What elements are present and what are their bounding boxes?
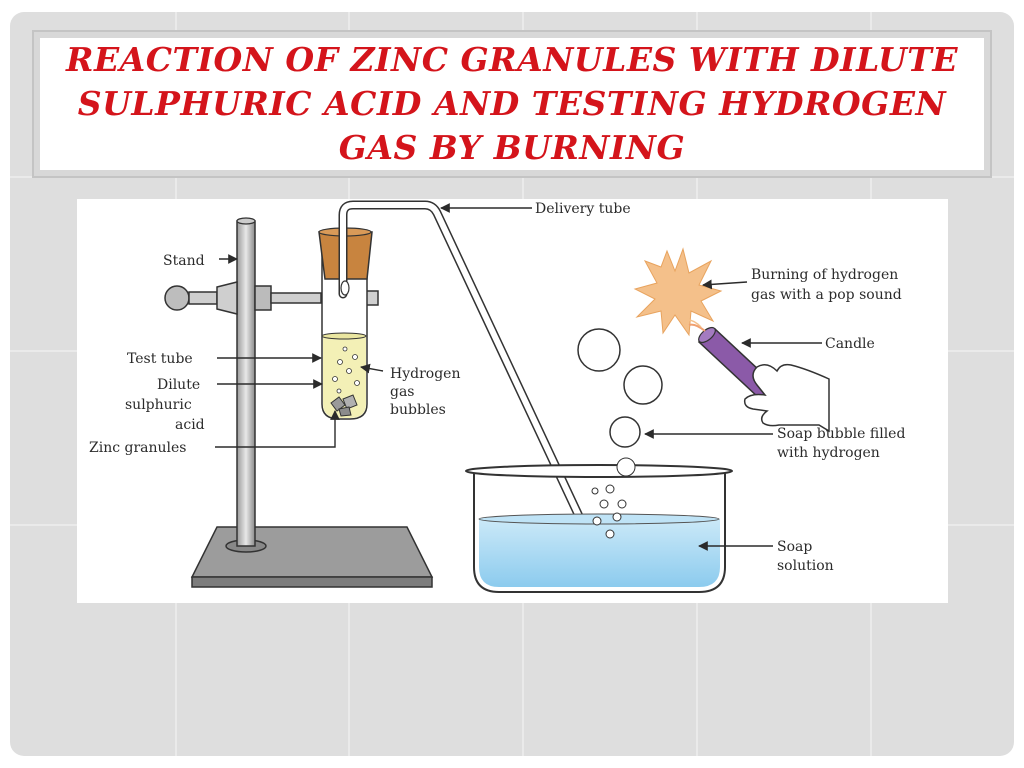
label-dilute: Dilute	[157, 377, 200, 393]
soap-bubble	[623, 365, 663, 405]
delivery-tube	[338, 200, 598, 564]
label-dilute: acid	[175, 417, 205, 433]
leader-lines	[215, 203, 822, 551]
test-tube	[321, 251, 368, 420]
stand-base	[190, 526, 434, 588]
label-soap-solution: solution	[777, 558, 834, 574]
label-dilute: sulphuric	[125, 397, 192, 413]
label-burning: gas with a pop sound	[751, 287, 902, 303]
title-box: REACTION OF ZINC GRANULES WITH DILUTE SU…	[32, 30, 992, 178]
slide-title: REACTION OF ZINC GRANULES WITH DILUTE SU…	[46, 38, 978, 170]
label-soap-bubble: Soap bubble filled	[777, 426, 905, 442]
label-burning: Burning of hydrogen	[751, 267, 898, 283]
title-line: SULPHURIC ACID AND TESTING HYDROGEN	[77, 84, 947, 123]
soap-trough	[465, 464, 733, 593]
label-hydrogen: Hydrogen	[390, 366, 460, 382]
diagram-svg: Delivery tube Stand Test tube Dilute sul…	[89, 200, 905, 593]
soap-bubble	[577, 328, 621, 372]
label-hydrogen: bubbles	[390, 402, 446, 418]
label-delivery-tube: Delivery tube	[535, 201, 631, 217]
title-line: GAS BY BURNING	[338, 128, 686, 167]
label-soap-bubble: with hydrogen	[777, 445, 880, 461]
label-hydrogen: gas	[390, 384, 415, 400]
label-test-tube: Test tube	[127, 351, 193, 367]
label-soap-solution: Soap	[777, 539, 812, 555]
title-line: REACTION OF ZINC GRANULES WITH DILUTE	[66, 40, 958, 79]
label-candle: Candle	[825, 336, 875, 352]
tube-opening	[340, 280, 350, 296]
label-zinc-granules: Zinc granules	[89, 440, 187, 456]
clamp	[164, 281, 379, 315]
soap-bubble	[609, 416, 641, 448]
hand	[743, 363, 830, 433]
stand-pole-top	[236, 217, 256, 225]
label-stand: Stand	[163, 253, 205, 269]
rising-bubbles	[591, 457, 636, 539]
pop-flame	[633, 247, 723, 337]
experiment-diagram: Delivery tube Stand Test tube Dilute sul…	[77, 199, 948, 603]
